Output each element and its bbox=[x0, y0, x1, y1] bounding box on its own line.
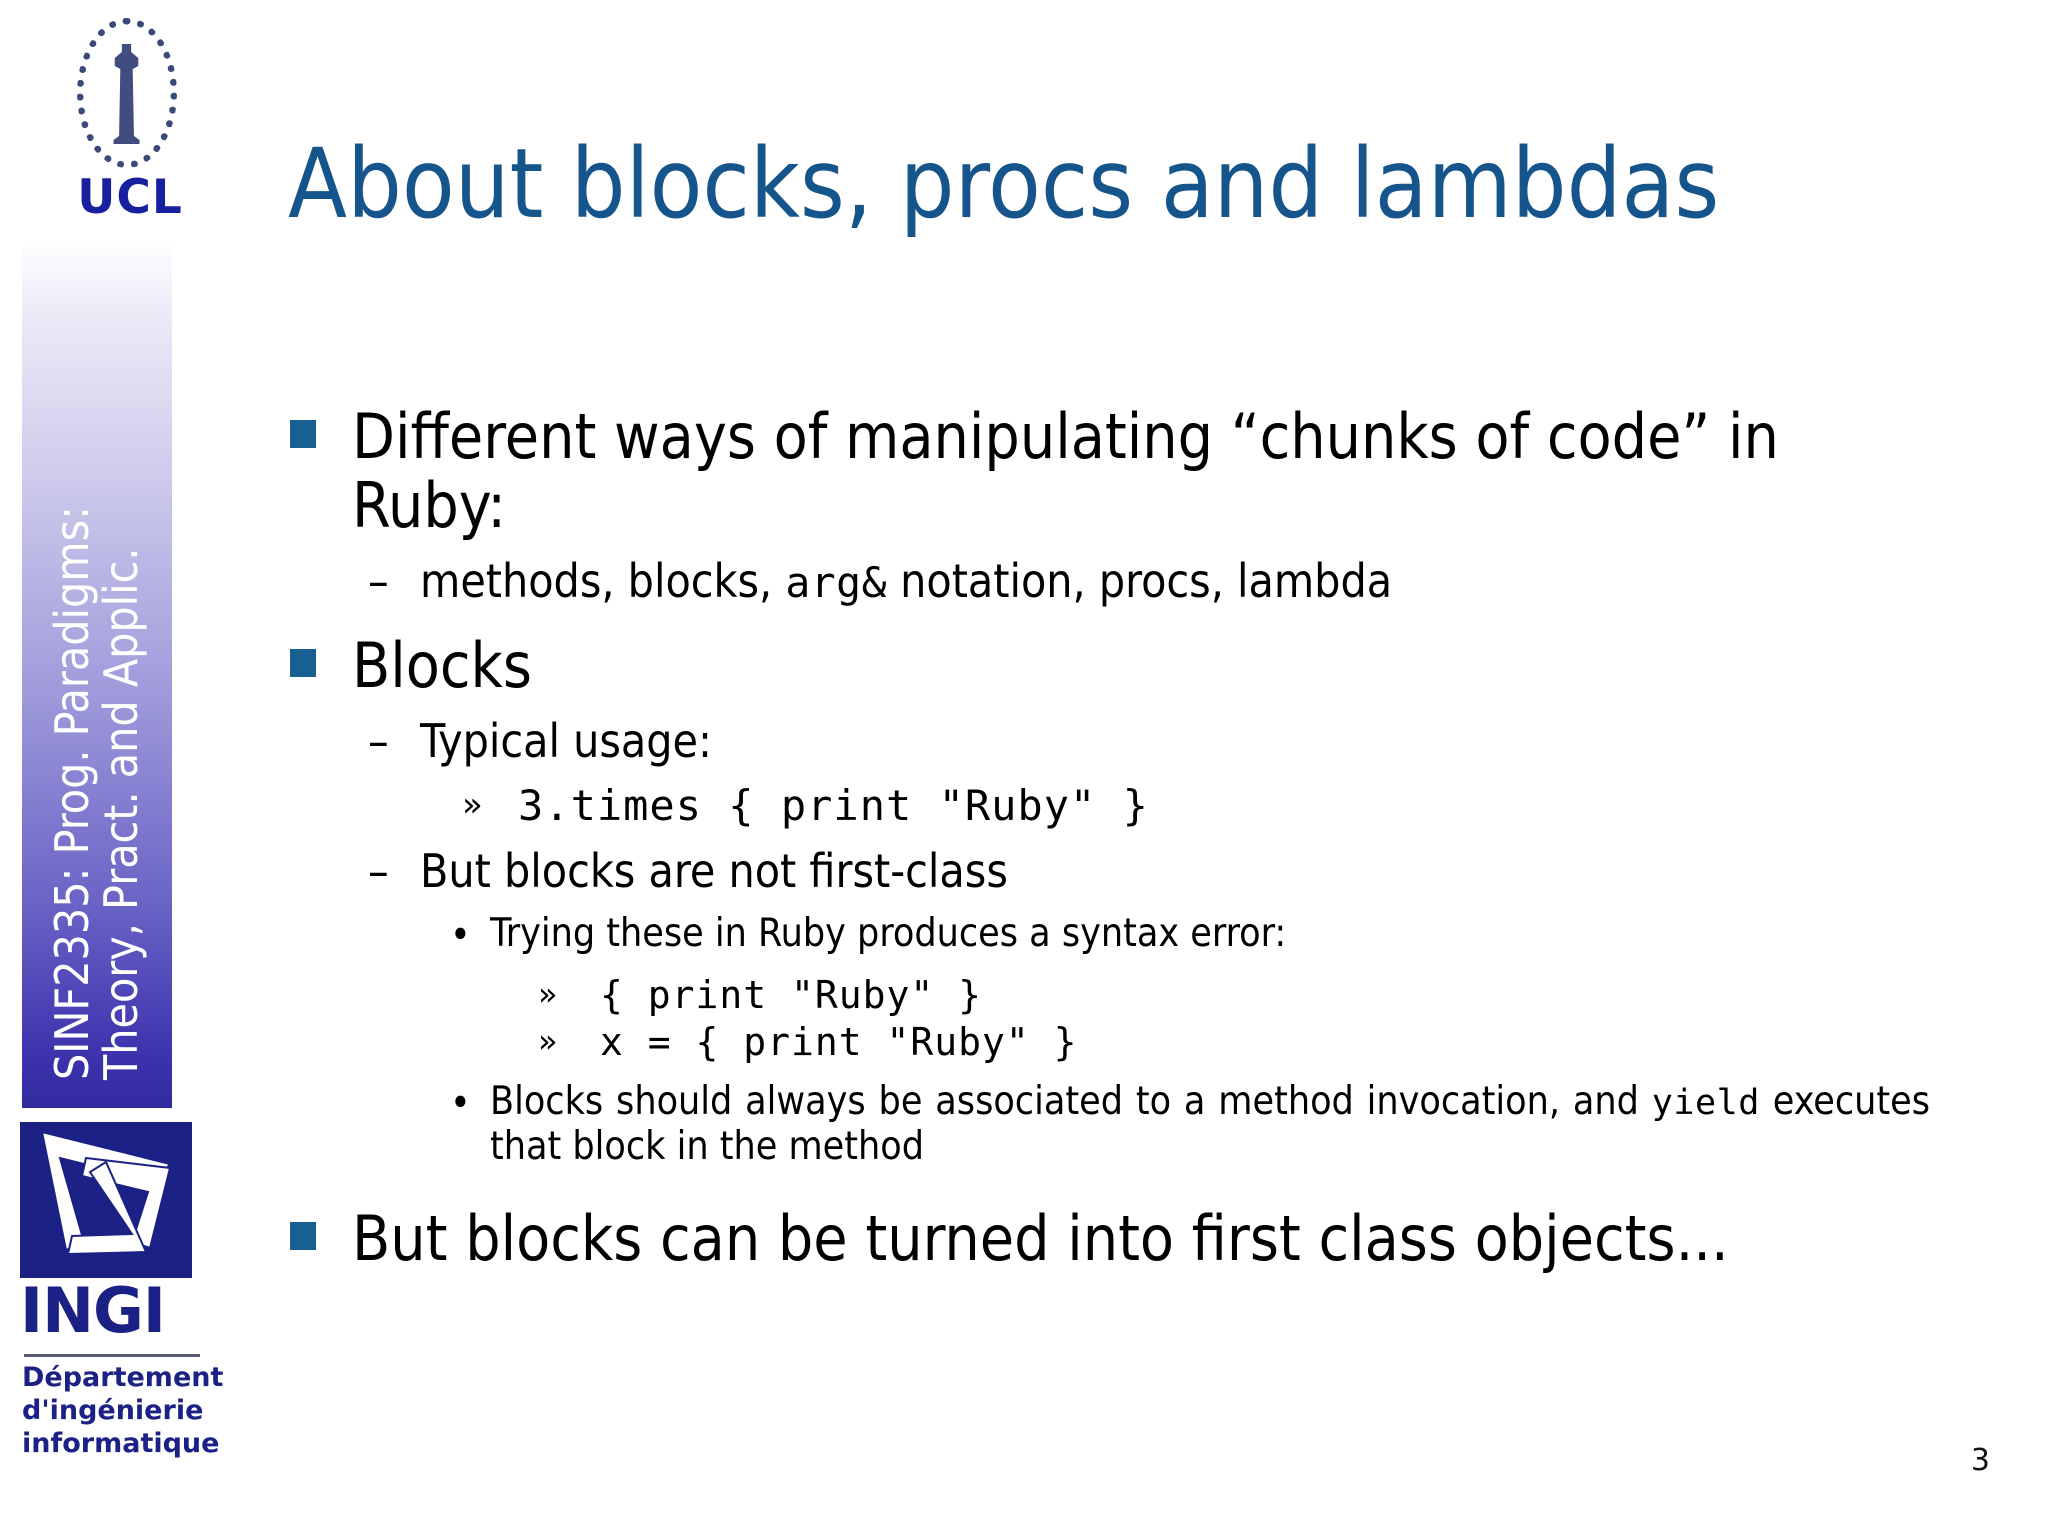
sub1-pre: methods, blocks, bbox=[420, 553, 786, 608]
square-bullet-icon bbox=[290, 631, 352, 678]
bullet-level3-blocks-should-always: • Blocks should always be associated to … bbox=[450, 1079, 1930, 1169]
bullet-level3-text: Trying these in Ruby produces a syntax e… bbox=[490, 911, 1287, 957]
bullet-level2-text: Typical usage: bbox=[420, 713, 712, 768]
bullet-level2-text: But blocks are not first-class bbox=[420, 843, 1008, 898]
bullet-level1-text: Blocks bbox=[352, 629, 532, 703]
bullet-level2-typical-usage: – Typical usage: bbox=[368, 713, 1930, 768]
square-bullet-icon bbox=[290, 1204, 352, 1250]
slide-sidebar: UCL SINF2335: Prog. Paradigms: Theory, P… bbox=[0, 0, 248, 1536]
bullet-level1-first-class-objects: But blocks can be turned into first clas… bbox=[290, 1201, 1930, 1275]
ucl-seal-oval bbox=[77, 18, 177, 168]
square-bullet-icon bbox=[290, 402, 352, 448]
sub2-b2-pre: Blocks should always be associated to a … bbox=[490, 1079, 1652, 1125]
ucl-seal-icon bbox=[77, 18, 183, 173]
dash-bullet-icon: – bbox=[368, 713, 389, 768]
course-title-line-2: Theory, Pract. and Applic. bbox=[94, 547, 148, 1080]
code-line-3times: » 3.times { print "Ruby" } bbox=[462, 781, 1930, 831]
ingi-subtitle-line-2: d'ingénierie bbox=[22, 1394, 204, 1426]
ingi-subtitle-line-1: Département bbox=[22, 1362, 224, 1393]
chevron-prompt-icon: » bbox=[462, 785, 484, 826]
course-title-line-1: SINF2335: Prog. Paradigms: bbox=[45, 505, 100, 1080]
code-line-text: { print "Ruby" } bbox=[600, 973, 983, 1018]
bullet-level2-not-first-class: – But blocks are not first-class bbox=[368, 843, 1930, 898]
bullet-level1-different-ways: Different ways of manipulating “chunks o… bbox=[290, 402, 1930, 541]
course-title-band: SINF2335: Prog. Paradigms: Theory, Pract… bbox=[22, 246, 172, 1108]
chevron-prompt-icon: » bbox=[538, 975, 559, 1014]
sub2-b2-post: executes that block in the method bbox=[490, 1079, 1930, 1170]
slide-title: About blocks, procs and lambdas bbox=[288, 128, 1720, 240]
dot-bullet-icon: • bbox=[450, 913, 471, 959]
code-line-text: x = { print "Ruby" } bbox=[600, 1019, 1078, 1064]
code-line-text: 3.times { print "Ruby" } bbox=[518, 781, 1149, 831]
ingi-logo: INGI Département d'ingénierie informatiq… bbox=[14, 1122, 223, 1522]
bullet-level1-text: But blocks can be turned into first clas… bbox=[352, 1201, 1729, 1275]
ingi-divider bbox=[24, 1354, 200, 1357]
ingi-wordmark: INGI bbox=[20, 1274, 166, 1347]
penrose-triangle-svg bbox=[40, 1130, 172, 1256]
ucl-logo: UCL bbox=[55, 18, 205, 238]
code-line-print-ruby: » { print "Ruby" } bbox=[538, 972, 1930, 1018]
bullet-level2-text: methods, blocks, arg& notation, procs, l… bbox=[420, 555, 1930, 607]
sub2-b2-code: yield bbox=[1651, 1082, 1760, 1124]
code-line-x-assign-print-ruby: » x = { print "Ruby" } bbox=[538, 1019, 1930, 1065]
bullet-level3-text: Blocks should always be associated to a … bbox=[490, 1079, 1930, 1169]
bullet-level2-methods-blocks: – methods, blocks, arg& notation, procs,… bbox=[368, 553, 1930, 608]
bullet-level1-text: Different ways of manipulating “chunks o… bbox=[352, 400, 1779, 543]
ingi-subtitle-line-3: informatique bbox=[22, 1427, 220, 1459]
course-title-vertical-text: SINF2335: Prog. Paradigms: Theory, Pract… bbox=[22, 246, 172, 1108]
sub1-post: notation, procs, lambda bbox=[887, 553, 1393, 608]
bullet-level1-blocks: Blocks bbox=[290, 629, 1930, 703]
sub1-code: arg& bbox=[785, 558, 888, 607]
dash-bullet-icon: – bbox=[368, 553, 389, 608]
dot-bullet-icon: • bbox=[450, 1081, 471, 1127]
chevron-prompt-icon: » bbox=[538, 1021, 559, 1060]
ingi-penrose-triangle-icon bbox=[20, 1122, 192, 1278]
slide-body: Different ways of manipulating “chunks o… bbox=[290, 402, 1930, 1273]
page-number: 3 bbox=[1970, 1443, 1990, 1478]
bullet-level3-trying-these: • Trying these in Ruby produces a syntax… bbox=[450, 911, 1930, 958]
ucl-wordmark: UCL bbox=[77, 170, 183, 225]
dash-bullet-icon: – bbox=[368, 843, 389, 898]
ingi-subtitle: Département d'ingénierie informatique bbox=[22, 1362, 224, 1461]
